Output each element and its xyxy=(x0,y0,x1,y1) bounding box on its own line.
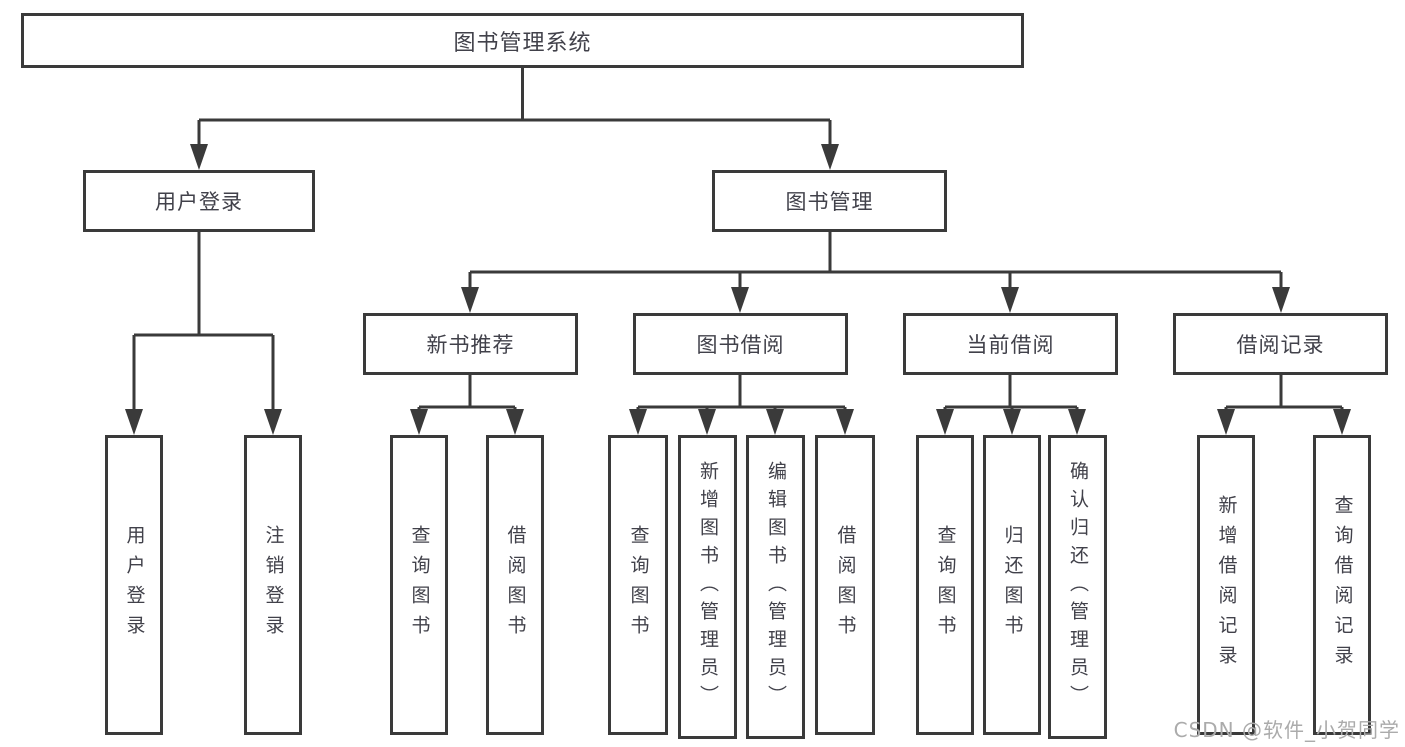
node-library-management-system: 图书管理系统 xyxy=(21,13,1024,68)
leaf-add-borrow-record: 新增借阅记录 xyxy=(1197,435,1255,735)
leaf-logout: 注销登录 xyxy=(244,435,302,735)
node-new-book-recommend: 新书推荐 xyxy=(363,313,578,375)
leaf-add-books-admin: 新增图书（管理员） xyxy=(678,435,737,739)
node-book-management-branch: 图书管理 xyxy=(712,170,947,232)
leaf-edit-books-admin: 编辑图书（管理员） xyxy=(746,435,805,739)
leaf-borrow-books: 借阅图书 xyxy=(815,435,875,735)
node-user-login-branch: 用户登录 xyxy=(83,170,315,232)
leaf-recommend-borrow-books: 借阅图书 xyxy=(486,435,544,735)
arrowheads xyxy=(125,144,1351,435)
leaf-user-login: 用户登录 xyxy=(105,435,163,735)
leaf-query-borrow-record: 查询借阅记录 xyxy=(1313,435,1371,735)
node-book-borrow: 图书借阅 xyxy=(633,313,848,375)
leaf-return-books: 归还图书 xyxy=(983,435,1041,735)
node-borrow-records: 借阅记录 xyxy=(1173,313,1388,375)
leaf-borrow-query-books: 查询图书 xyxy=(608,435,668,735)
leaf-confirm-return-admin: 确认归还（管理员） xyxy=(1048,435,1107,739)
node-current-borrow: 当前借阅 xyxy=(903,313,1118,375)
leaf-recommend-query-books: 查询图书 xyxy=(390,435,448,735)
csdn-watermark: CSDN @软件_小贺同学 xyxy=(1173,718,1400,742)
leaf-current-query-books: 查询图书 xyxy=(916,435,974,735)
